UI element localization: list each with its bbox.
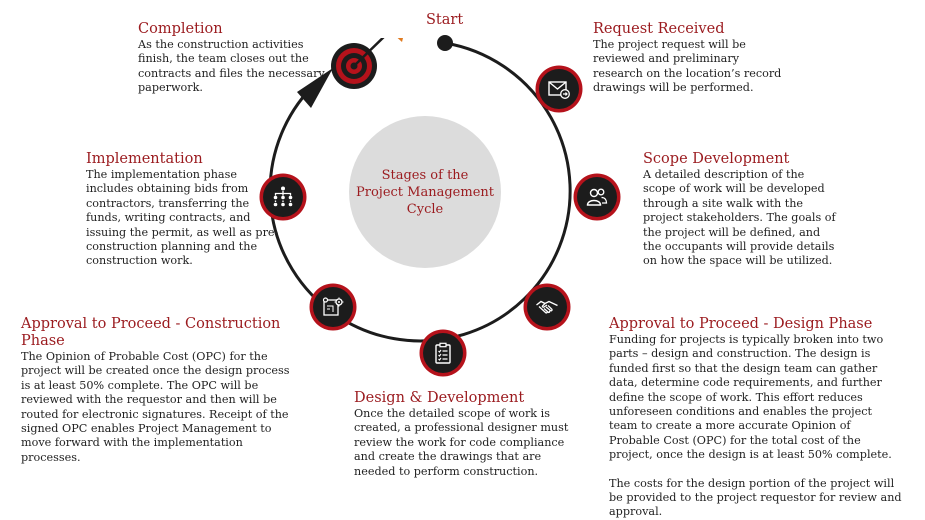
org-chart-icon (273, 186, 293, 207)
cycle-arrowhead (297, 68, 333, 108)
design-development-block: Design & Development Once the detailed s… (354, 390, 574, 479)
request-received-title: Request Received (593, 21, 725, 37)
scope-development-text: A detailed description of the scope of w… (643, 168, 836, 268)
implementation-text: The implementation phase includes obtain… (86, 168, 279, 268)
stage-implementation (263, 177, 303, 217)
implementation-title: Implementation (86, 151, 203, 167)
people-icon (586, 188, 608, 206)
center-line-1: Stages of the (381, 167, 469, 183)
stage-design-development (423, 333, 463, 373)
start-label: Start (426, 12, 464, 28)
scope-development-block: Scope Development A detailed description… (643, 151, 836, 269)
start-dot (437, 35, 453, 51)
clipboard-icon (435, 342, 451, 364)
implementation-block: Implementation The implementation phase … (86, 151, 284, 269)
target-icon (328, 26, 408, 102)
center-line-2: Project Management Cycle (356, 184, 494, 217)
stage-scope-development (577, 177, 617, 217)
approval-construction-block: Approval to Proceed - Construction Phase… (21, 316, 299, 465)
stage-approval-construction (313, 287, 353, 327)
handshake-icon (536, 300, 558, 314)
envelope-arrow-icon (548, 81, 570, 99)
approval-design-text: Funding for projects is typically broken… (609, 333, 892, 462)
approval-design-title: Approval to Proceed - Design Phase (609, 316, 873, 332)
scope-development-title: Scope Development (643, 151, 790, 167)
completion-text: As the construction activities finish, t… (138, 38, 325, 95)
stage-approval-design (527, 287, 567, 327)
approval-design-block: Approval to Proceed - Design Phase Fundi… (609, 316, 902, 520)
design-development-title: Design & Development (354, 390, 525, 406)
design-development-text: Once the detailed scope of work is creat… (354, 407, 569, 478)
approval-construction-title: Approval to Proceed - Construction Phase (21, 316, 281, 349)
completion-title: Completion (138, 21, 223, 37)
stage-request-received (539, 69, 579, 109)
completion-block: Completion As the construction activitie… (138, 21, 326, 96)
cycle-center: Stages of the Project Management Cycle (349, 116, 501, 268)
approval-construction-text: The Opinion of Probable Cost (OPC) for t… (21, 350, 290, 464)
request-received-block: Request Received The project request wil… (593, 21, 788, 96)
approval-design-text-2: The costs for the design portion of the … (609, 476, 902, 519)
request-received-text: The project request will be reviewed and… (593, 38, 782, 95)
blueprint-icon (322, 297, 344, 316)
